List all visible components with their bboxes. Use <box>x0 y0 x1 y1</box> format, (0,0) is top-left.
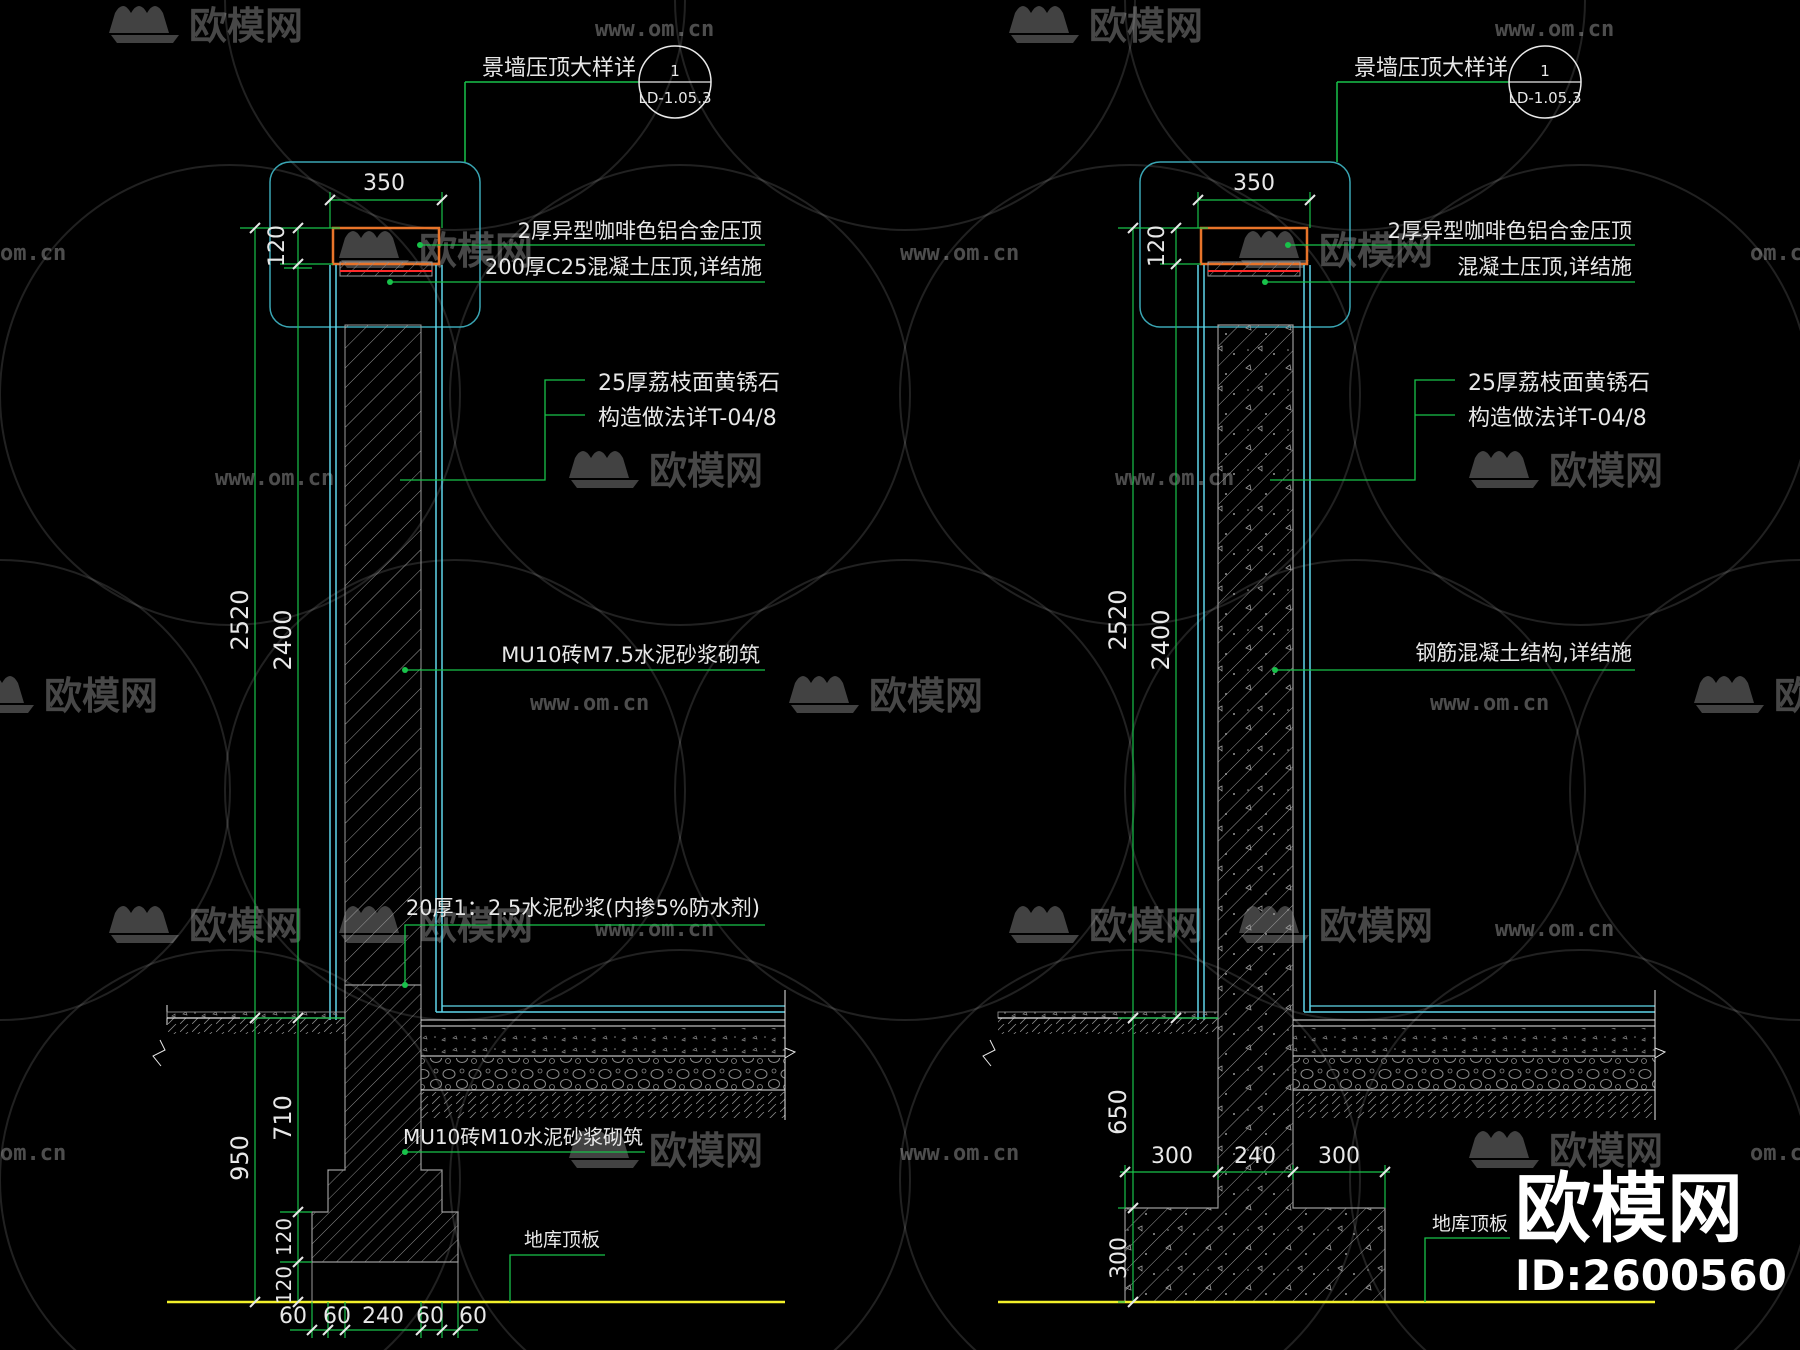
label-concrete-cap: 混凝土压顶,详结施 <box>1457 255 1632 279</box>
watermark-brand: 欧模网 <box>1694 674 1800 718</box>
dim-footing-right: 300 <box>1318 1144 1360 1169</box>
watermark-brand: 欧模网 <box>1469 1129 1663 1173</box>
label-mortar: 20厚1：2.5水泥砂浆(内掺5%防水剂) <box>406 896 760 920</box>
corner-badge: 欧模网 ID:2600560 <box>1515 1164 1787 1300</box>
dim-bottom-4: 60 <box>416 1304 444 1329</box>
watermark-url: www.om.cn <box>595 917 714 942</box>
callout-title: 景墙压顶大样详 <box>482 56 636 81</box>
leaders-left <box>390 244 765 1302</box>
ground-left <box>152 1005 346 1067</box>
label-brick-foundation: MU10砖M10水泥砂浆砌筑 <box>403 1125 643 1149</box>
dim-top-width: 350 <box>363 171 405 196</box>
watermark-brand: 欧模网 <box>1239 229 1433 273</box>
dim-wall-height: 2400 <box>269 609 297 670</box>
watermark-brand-text: 欧模网 <box>1089 904 1203 948</box>
dim-bottom-5: 60 <box>459 1304 487 1329</box>
watermark-brand-text: 欧模网 <box>1319 904 1433 948</box>
label-basement-roof: 地库顶板 <box>524 1229 600 1251</box>
watermark-brand-text: 欧模网 <box>189 904 303 948</box>
corner-brand: 欧模网 <box>1515 1164 1743 1253</box>
watermark-url: www.om.cn <box>595 17 714 42</box>
label-stone-cladding: 25厚荔枝面黄锈石 <box>1468 371 1650 396</box>
watermark-brand: 欧模网 <box>1009 904 1203 948</box>
dim-cap-height: 120 <box>265 225 290 267</box>
watermark-brand-text: 欧模网 <box>1549 1129 1663 1173</box>
watermark-brand-text: 欧模网 <box>189 4 303 48</box>
label-brick-wall: MU10砖M7.5水泥砂浆砌筑 <box>501 643 760 667</box>
watermark-brand-text: 欧模网 <box>869 674 983 718</box>
dim-bottom-3: 240 <box>362 1304 404 1329</box>
watermark-url: www.om.cn <box>530 691 649 716</box>
watermark-url: www.om.cn <box>1495 917 1614 942</box>
callout-ref: LD-1.05.3 <box>638 89 711 107</box>
right-wall-section: 景墙压顶大样详 1 LD-1.05.3 <box>982 45 1667 1308</box>
watermark-brand-text: 欧模网 <box>1319 229 1433 273</box>
watermark-brand: 欧模网 <box>0 674 158 718</box>
watermark-brand-text: 欧模网 <box>649 1129 763 1173</box>
vertical-dims-right <box>1118 227 1218 1303</box>
watermark-brand-text: 欧模网 <box>1089 4 1203 48</box>
dim-footing-stem: 240 <box>1234 1144 1276 1169</box>
label-concrete-cap: 200厚C25混凝土压顶,详结施 <box>485 255 762 279</box>
watermark-brand-text: 欧模网 <box>649 449 763 493</box>
watermark-url: www.om.cn <box>1115 466 1234 491</box>
watermark-brand-text: 欧模网 <box>1774 674 1800 718</box>
dim-top-width: 350 <box>1233 171 1275 196</box>
watermark-brand: 欧模网 <box>569 1129 763 1173</box>
dim-footing-left: 300 <box>1151 1144 1193 1169</box>
dim-step-1: 120 <box>272 1218 296 1256</box>
dim-total-height: 2520 <box>226 589 254 650</box>
watermark-brand: 欧模网 <box>569 449 763 493</box>
watermark-url: om.cn <box>0 1141 66 1166</box>
dim-bottom-2: 60 <box>323 1304 351 1329</box>
watermark-url: om.cn <box>1750 241 1800 266</box>
label-basement-roof: 地库顶板 <box>1432 1213 1508 1235</box>
left-wall-section: 景墙压顶大样详 1 LD-1.05.3 <box>152 45 797 1338</box>
callout-title: 景墙压顶大样详 <box>1354 56 1508 81</box>
label-construction-ref: 构造做法详T-04/8 <box>1468 406 1647 431</box>
callout-number: 1 <box>1540 62 1550 80</box>
dim-cap-height: 120 <box>1145 225 1170 267</box>
pavement-layers-right <box>1293 990 1667 1120</box>
watermark-brand: 欧模网 <box>1469 449 1663 493</box>
watermark-brand: 欧模网 <box>109 904 303 948</box>
watermark-url: www.om.cn <box>900 1141 1019 1166</box>
label-stone-cladding: 25厚荔枝面黄锈石 <box>598 371 780 396</box>
brick-wall-body <box>344 324 422 986</box>
label-coping: 2厚异型咖啡色铝合金压顶 <box>1388 219 1632 243</box>
label-rc-structure: 钢筋混凝土结构,详结施 <box>1415 641 1632 665</box>
label-coping: 2厚异型咖啡色铝合金压顶 <box>518 219 762 243</box>
dim-step-2: 120 <box>272 1266 296 1304</box>
dim-footing-height: 300 <box>1107 1237 1132 1279</box>
pavement-layers-left <box>421 990 797 1120</box>
dim-stem-height: 650 <box>1104 1089 1132 1135</box>
watermark-url: www.om.cn <box>215 466 334 491</box>
watermark-url: om.cn <box>0 241 66 266</box>
corner-id: ID:2600560 <box>1515 1251 1787 1300</box>
watermark-url: www.om.cn <box>1430 691 1549 716</box>
ground-right <box>982 1011 1219 1067</box>
watermark-url: www.om.cn <box>1495 17 1614 42</box>
watermark-brand-text: 欧模网 <box>419 904 533 948</box>
watermark-brand: 欧模网 <box>789 674 983 718</box>
watermark-brand: 欧模网 <box>109 4 303 48</box>
watermark-brand-text: 欧模网 <box>1549 449 1663 493</box>
watermark-url: om.cn <box>1750 1141 1800 1166</box>
label-construction-ref: 构造做法详T-04/8 <box>598 406 777 431</box>
dim-foundation-depth: 950 <box>226 1135 254 1181</box>
watermark-brand-text: 欧模网 <box>44 674 158 718</box>
vertical-dims-left <box>240 227 345 1302</box>
dim-wall-height: 2400 <box>1147 609 1175 670</box>
dim-total-height: 2520 <box>1104 589 1132 650</box>
callout-number: 1 <box>670 62 680 80</box>
watermark-brand: 欧模网 <box>1009 4 1203 48</box>
leaders-right <box>1265 244 1635 1302</box>
dim-base-height: 710 <box>269 1095 297 1141</box>
dim-bottom-1: 60 <box>279 1304 307 1329</box>
watermark-url: www.om.cn <box>900 241 1019 266</box>
callout-ref: LD-1.05.3 <box>1508 89 1581 107</box>
